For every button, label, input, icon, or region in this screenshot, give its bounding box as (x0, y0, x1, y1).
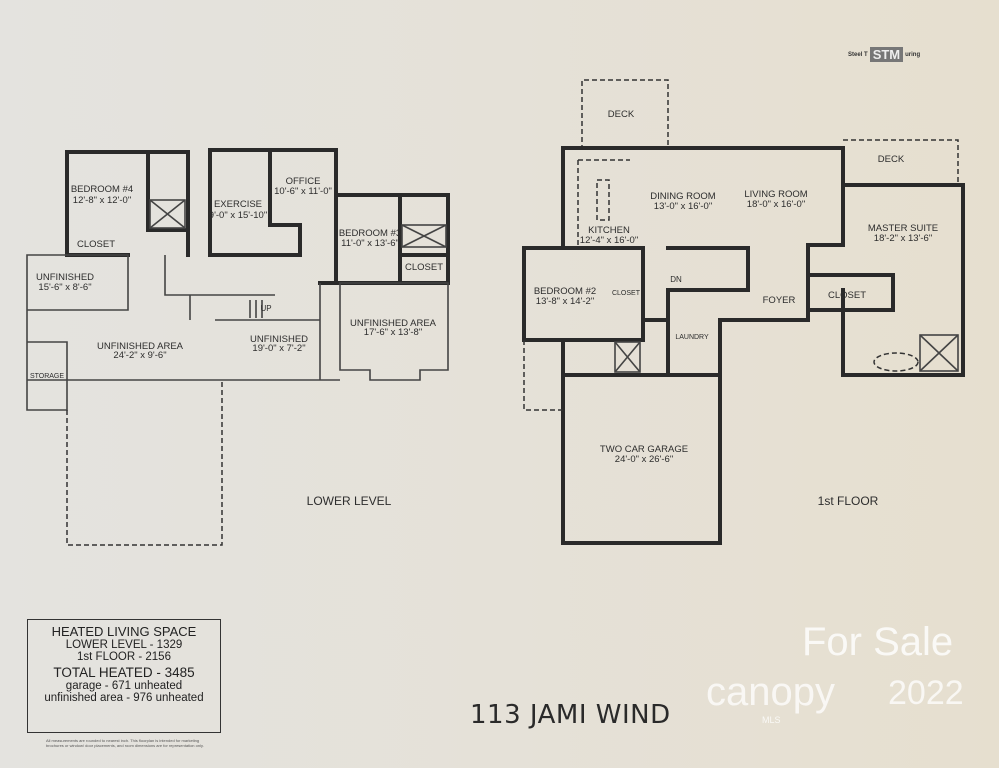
lower-level-labels: BEDROOM #4 12'-8" x 12'-0" EXERCISE 9'-0… (30, 176, 443, 508)
room-name: KITCHEN (588, 225, 630, 236)
room-dims: 18'-0" x 16'-0" (747, 199, 805, 210)
summary-title: HEATED LIVING SPACE (51, 624, 197, 639)
level-label: 1st FLOOR (818, 494, 879, 508)
room-name: CLOSET (77, 239, 115, 250)
room-dims: 19'-0" x 7'-2" (252, 343, 305, 354)
room-name: CLOSET (828, 290, 866, 301)
summary-garage: garage - 671 unheated (65, 679, 183, 692)
room-name: FOYER (763, 295, 796, 306)
room-name: BEDROOM #3 (339, 228, 401, 239)
room-name: UNFINISHED AREA (97, 341, 184, 352)
room-name: CLOSET (405, 262, 443, 273)
summary-unfinished: unfinished area - 976 unheated (44, 692, 204, 704)
room-name: LIVING ROOM (744, 189, 807, 200)
room-name: BEDROOM #4 (71, 184, 133, 195)
watermark-for-sale: For Sale (802, 620, 954, 664)
lower-level-plan (26, 148, 450, 546)
room-name: UNFINISHED AREA (350, 318, 437, 329)
watermark-year: 2022 (888, 674, 964, 712)
room-name: LAUNDRY (675, 334, 709, 341)
room-name: UNFINISHED (36, 272, 94, 283)
room-dims: 13'-8" x 14'-2" (536, 296, 594, 307)
room-dims: 24'-2" x 9'-6" (113, 350, 166, 361)
room-dims: 17'-6" x 13'-8" (364, 327, 422, 338)
room-name: DECK (878, 154, 905, 165)
summary-lower-level: LOWER LEVEL - 1329 (65, 638, 183, 651)
disclaimer: All measurements are rounded to nearest … (46, 738, 204, 748)
first-floor-plan (522, 79, 965, 545)
level-label: LOWER LEVEL (307, 494, 392, 508)
room-name: MASTER SUITE (868, 223, 938, 234)
room-dims: 11'-0" x 13'-6" (341, 238, 399, 249)
room-dims: 18'-2" x 13'-6" (874, 233, 932, 244)
room-name: CLOSET (612, 290, 641, 297)
room-name: STORAGE (30, 373, 64, 380)
stairs-label: DN (670, 275, 682, 284)
stairs-label: UP (260, 304, 271, 313)
room-name: DECK (608, 109, 635, 120)
room-dims: 12'-4" x 16'-0" (580, 235, 638, 246)
room-dims: 13'-0" x 16'-0" (654, 201, 712, 212)
room-dims: 9'-0" x 15'-10" (209, 210, 267, 221)
summary-first-floor: 1st FLOOR - 2156 (77, 650, 171, 663)
room-name: OFFICE (286, 176, 321, 187)
watermark-mls: MLS (762, 715, 781, 725)
room-name: BEDROOM #2 (534, 286, 596, 297)
room-dims: 10'-6" x 11'-0" (274, 186, 332, 197)
room-name: TWO CAR GARAGE (600, 444, 688, 455)
room-dims: 24'-0" x 26'-6" (615, 454, 673, 465)
room-name: UNFINISHED (250, 334, 308, 345)
property-address: 113 JAMI WIND (470, 700, 671, 730)
heated-space-summary: HEATED LIVING SPACE LOWER LEVEL - 1329 1… (27, 619, 221, 733)
room-name: EXERCISE (214, 199, 262, 210)
watermark-brand: canopy (706, 670, 835, 714)
first-floor-labels: DECK DECK DINING ROOM 13'-0" x 16'-0" LI… (534, 109, 938, 508)
summary-total: TOTAL HEATED - 3485 (53, 664, 195, 680)
room-name: DINING ROOM (650, 191, 716, 202)
room-dims: 15'-6" x 8'-6" (38, 282, 91, 293)
room-dims: 12'-8" x 12'-0" (73, 195, 131, 206)
